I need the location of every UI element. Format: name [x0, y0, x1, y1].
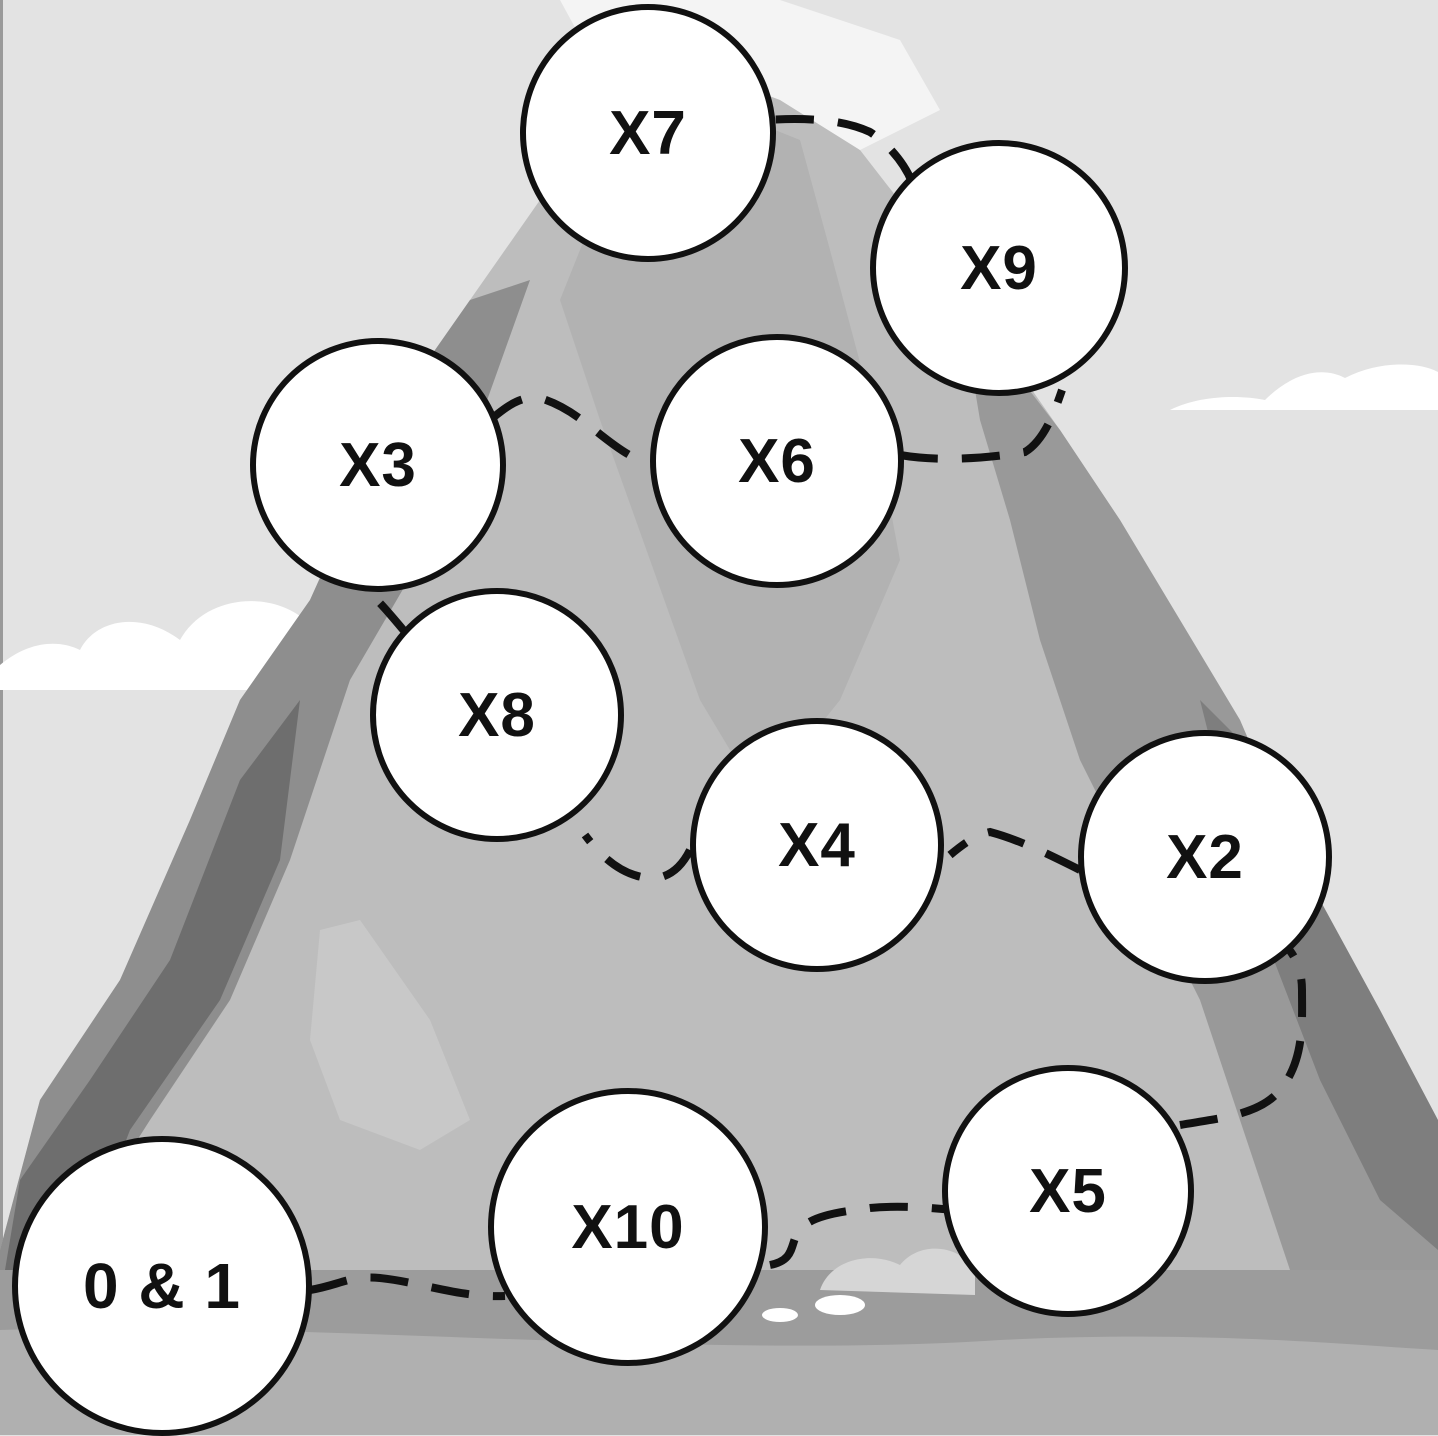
- rock-2: [815, 1295, 865, 1315]
- node-label: X8: [458, 680, 536, 750]
- path-connections: [309, 115, 1307, 1301]
- node-label: X9: [960, 233, 1038, 303]
- link-01-x10: [309, 1273, 506, 1301]
- link-x10-x5: [768, 1202, 956, 1269]
- node-x3: X3: [250, 338, 506, 592]
- link-x5-x2: [1179, 942, 1307, 1129]
- link-x6-x9: [899, 388, 1066, 463]
- node-x2: X2: [1078, 730, 1332, 984]
- node-x7: X7: [520, 4, 776, 262]
- node-x6: X6: [650, 334, 904, 588]
- node-x10: X10: [488, 1088, 768, 1366]
- node-0-and-1: 0 & 1: [12, 1136, 312, 1436]
- node-label: X3: [339, 430, 417, 500]
- node-label: X4: [778, 810, 856, 880]
- link-x2-x4: [947, 827, 1082, 874]
- node-label: X7: [609, 98, 687, 168]
- ground-shadow: [0, 1328, 1438, 1435]
- node-label: X5: [1029, 1156, 1107, 1226]
- link-x3-x6: [487, 393, 637, 462]
- cloud-left: [0, 601, 330, 690]
- node-x8: X8: [370, 588, 624, 842]
- node-x5: X5: [942, 1065, 1194, 1317]
- mountain-shadow-left-deep: [0, 700, 300, 1300]
- left-border: [0, 0, 3, 1435]
- link-x4-x8: [581, 832, 694, 883]
- node-label: 0 & 1: [83, 1250, 241, 1322]
- node-x4: X4: [690, 718, 944, 972]
- node-label: X2: [1166, 822, 1244, 892]
- rock-patch: [310, 920, 470, 1150]
- rock-1: [762, 1308, 798, 1322]
- bush-1: [820, 1248, 975, 1295]
- node-label: X6: [738, 426, 816, 496]
- node-label: X10: [571, 1192, 685, 1262]
- link-x9-x7: [764, 115, 916, 184]
- node-x9: X9: [870, 140, 1128, 396]
- cloud-right: [1170, 364, 1438, 410]
